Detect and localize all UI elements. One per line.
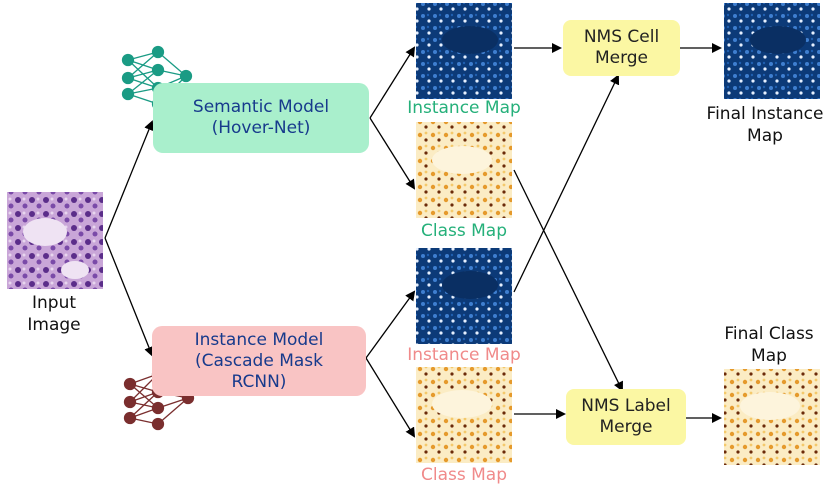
nms-cell-subtitle: Merge bbox=[594, 48, 649, 68]
arrow-semantic-to-instance-map bbox=[369, 46, 416, 119]
instance-model-subtitle-1: (Cascade Mask bbox=[195, 350, 323, 371]
final-class-line1: Final Class bbox=[724, 324, 814, 344]
arrow-instance-to-class-map bbox=[365, 357, 416, 438]
final-class-map-image bbox=[724, 369, 820, 465]
arrow-instance-to-instance-map bbox=[365, 290, 416, 359]
final-instance-line1: Final Instance bbox=[706, 104, 824, 124]
semantic-instance-map-label: Instance Map bbox=[407, 98, 521, 118]
nms-label-title: NMS Label bbox=[581, 396, 671, 416]
final-instance-map-image bbox=[724, 3, 820, 99]
instance-model-subtitle-2: RCNN) bbox=[231, 371, 287, 392]
semantic-network-icon bbox=[121, 45, 193, 111]
semantic-model-title: Semantic Model bbox=[192, 97, 330, 117]
input-image-label: Input Image bbox=[14, 292, 94, 336]
nms-cell-title: NMS Cell bbox=[583, 27, 660, 47]
instance-model-title: Instance Model bbox=[194, 329, 324, 350]
instance-class-map-image bbox=[416, 367, 512, 463]
input-label-line2: Image bbox=[27, 315, 81, 335]
nms-label-merge-box: NMS Label Merge bbox=[566, 389, 686, 445]
final-class-line2: Map bbox=[751, 346, 787, 366]
semantic-model-box: Semantic Model (Hover-Net) bbox=[153, 83, 369, 153]
nms-label-subtitle: Merge bbox=[599, 417, 653, 437]
final-instance-line2: Map bbox=[747, 126, 783, 146]
arrow-semantic-to-class-map bbox=[369, 117, 416, 190]
semantic-model-subtitle: (Hover-Net) bbox=[211, 118, 311, 138]
instance-class-map-label: Class Map bbox=[420, 465, 507, 485]
input-label-line1: Input bbox=[31, 293, 77, 313]
arrow-input-to-semantic bbox=[104, 120, 154, 239]
instance-model-box: Instance Model (Cascade Mask RCNN) bbox=[152, 326, 366, 396]
input-image bbox=[7, 192, 103, 289]
final-instance-map-label: Final Instance Map bbox=[700, 103, 830, 147]
instance-instance-map-label: Instance Map bbox=[407, 345, 521, 365]
semantic-instance-map-image bbox=[416, 3, 512, 99]
arrow-instance-map2-to-nms-cell bbox=[513, 74, 620, 293]
semantic-class-map-image bbox=[416, 122, 512, 218]
arrow-input-to-instance bbox=[104, 237, 154, 357]
instance-instance-map-image bbox=[416, 248, 512, 344]
arrow-class-map-to-nms-label bbox=[513, 169, 623, 392]
semantic-class-map-label: Class Map bbox=[420, 221, 507, 241]
final-class-map-label: Final Class Map bbox=[707, 323, 831, 367]
nms-cell-merge-box: NMS Cell Merge bbox=[563, 20, 680, 76]
